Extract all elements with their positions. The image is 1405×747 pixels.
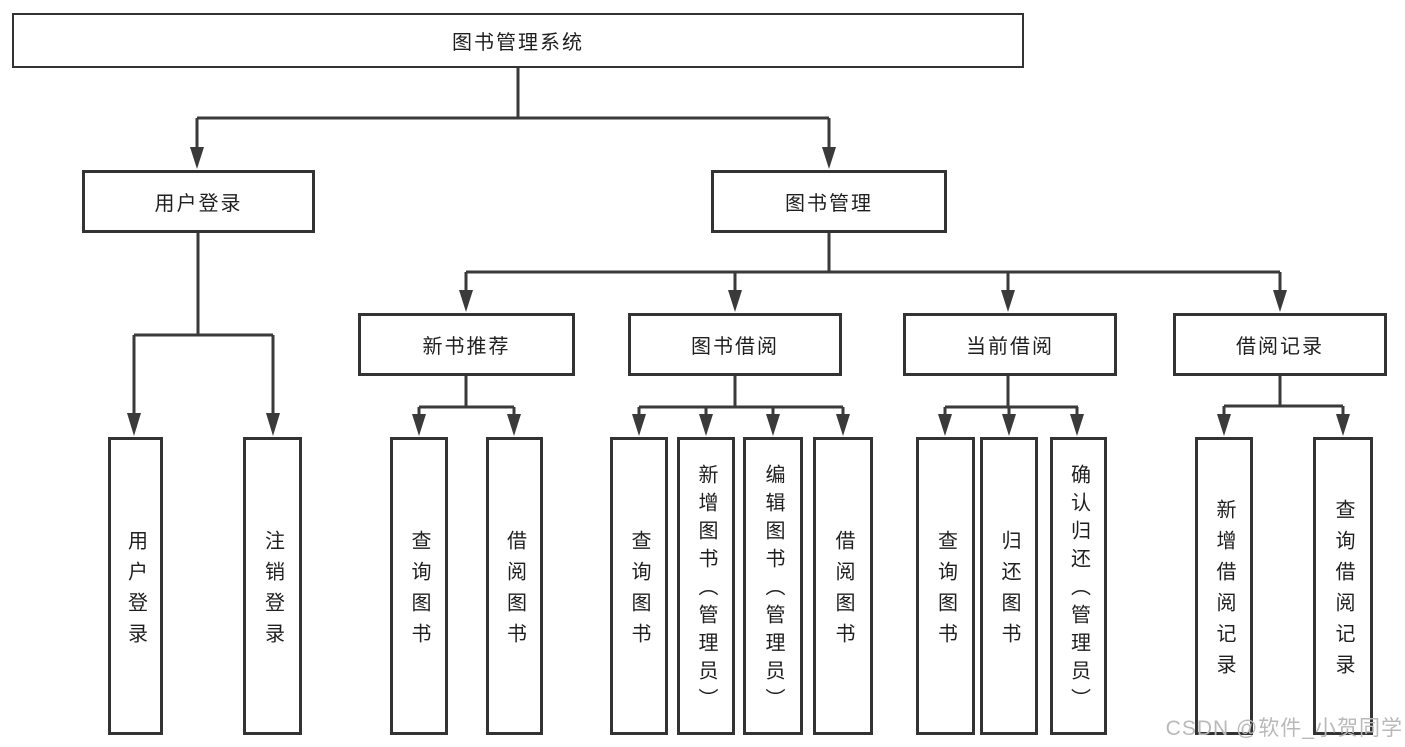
node-label: 新增图书（管理员） bbox=[695, 464, 717, 716]
node-library-management-system: 图书管理系统 bbox=[12, 13, 1024, 68]
leaf-borrow-books-recommend: 借阅图书 bbox=[486, 437, 543, 735]
csdn-watermark: CSDN @软件_小贺同学 bbox=[1165, 717, 1403, 740]
node-label: 归还图书 bbox=[998, 529, 1020, 654]
leaf-query-books-borrow: 查询图书 bbox=[610, 437, 668, 735]
node-label: 用户登录 bbox=[154, 193, 243, 215]
node-label: 查询图书 bbox=[408, 529, 430, 654]
node-label: 新书推荐 bbox=[422, 336, 511, 358]
node-label: 确认归还（管理员） bbox=[1067, 464, 1090, 716]
node-book-management: 图书管理 bbox=[711, 170, 947, 233]
leaf-query-books-current: 查询图书 bbox=[916, 437, 975, 735]
leaf-return-books: 归还图书 bbox=[980, 437, 1038, 735]
node-label: 当前借阅 bbox=[966, 336, 1054, 358]
leaf-query-books-recommend: 查询图书 bbox=[390, 437, 448, 735]
node-label: 借阅图书 bbox=[503, 529, 526, 654]
node-borrow-records: 借阅记录 bbox=[1173, 313, 1387, 376]
leaf-confirm-return-admin: 确认归还（管理员） bbox=[1050, 437, 1107, 735]
node-label: 编辑图书（管理员） bbox=[762, 464, 784, 716]
node-label: 查询借阅记录 bbox=[1332, 498, 1354, 685]
node-label: 新增借阅记录 bbox=[1213, 498, 1235, 685]
node-label: 图书管理 bbox=[785, 193, 873, 215]
node-label: 查询图书 bbox=[934, 529, 957, 654]
node-user-login: 用户登录 bbox=[82, 170, 315, 233]
node-book-borrow: 图书借阅 bbox=[628, 313, 842, 376]
node-current-borrow: 当前借阅 bbox=[903, 313, 1117, 376]
node-label: 查询图书 bbox=[628, 529, 650, 654]
node-new-book-recommend: 新书推荐 bbox=[358, 313, 575, 376]
leaf-add-borrow-record: 新增借阅记录 bbox=[1195, 437, 1253, 735]
leaf-query-borrow-record: 查询借阅记录 bbox=[1313, 437, 1373, 735]
node-label: 注销登录 bbox=[261, 529, 284, 654]
node-label: 借阅图书 bbox=[832, 529, 854, 654]
leaf-user-login: 用户登录 bbox=[108, 437, 163, 735]
node-label: 用户登录 bbox=[124, 529, 147, 654]
node-label: 图书借阅 bbox=[691, 336, 779, 358]
leaf-borrow-books: 借阅图书 bbox=[813, 437, 873, 735]
leaf-logout: 注销登录 bbox=[243, 437, 302, 735]
leaf-add-books-admin: 新增图书（管理员） bbox=[677, 437, 735, 735]
node-label: 图书管理系统 bbox=[452, 32, 584, 54]
leaf-edit-books-admin: 编辑图书（管理员） bbox=[743, 437, 803, 735]
node-label: 借阅记录 bbox=[1236, 336, 1324, 358]
